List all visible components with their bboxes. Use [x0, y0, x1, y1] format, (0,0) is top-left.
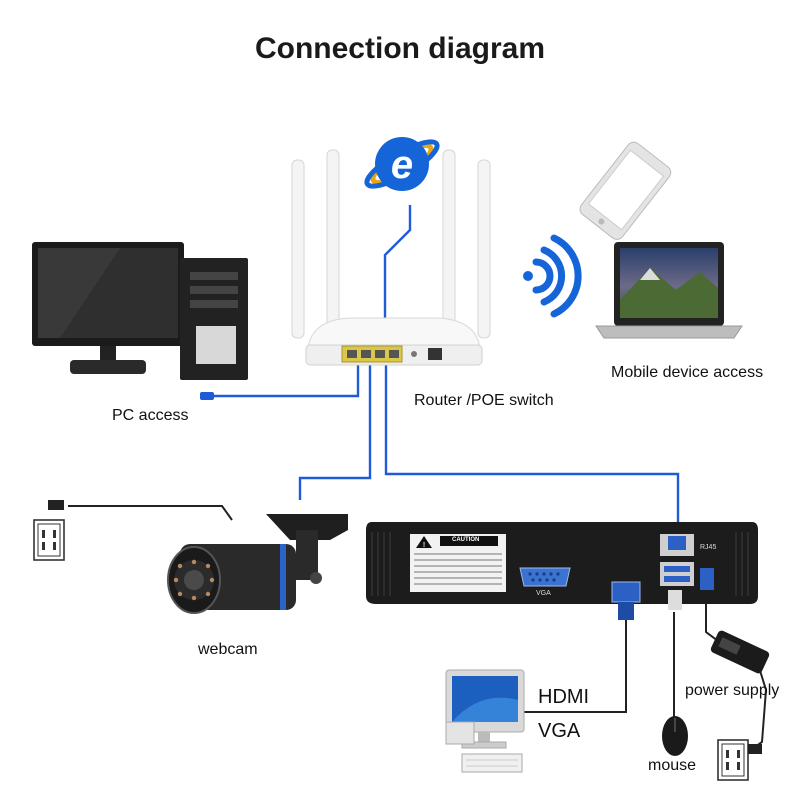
desktop-pc [32, 242, 248, 400]
monitor [445, 669, 525, 773]
nvr-caution-text: CAUTION [452, 537, 480, 543]
svg-text:e: e [391, 143, 413, 187]
power-outlet-icon [717, 739, 762, 781]
mouse-device [662, 716, 688, 756]
internet-cable [383, 205, 412, 335]
nvr-cable [384, 362, 680, 540]
cables [212, 205, 680, 540]
wifi-icon [523, 234, 582, 318]
mouse-label: mouse [648, 757, 697, 774]
svg-text:!: ! [423, 542, 425, 549]
mobile-access-label: Mobile device access [611, 364, 764, 381]
camera-cable [298, 362, 372, 500]
nvr-rj45-plug [668, 536, 686, 550]
router-body [305, 317, 483, 366]
pc-cable [212, 362, 360, 398]
nvr-power-port [700, 568, 714, 590]
vga-label: VGA [538, 720, 581, 742]
hdmi-vga-cable [522, 620, 627, 713]
router-antennas [291, 149, 491, 339]
bullet-camera [167, 514, 348, 614]
power-outlet-icon [33, 500, 65, 561]
laptop [595, 242, 743, 339]
power-supply-mains-cable [747, 663, 768, 753]
power-adapter [710, 630, 770, 674]
smartphone [579, 141, 672, 240]
nvr-vga-port-label: VGA [536, 590, 551, 597]
pc-cable-plug [200, 392, 214, 400]
nvr-recorder: ! [366, 522, 758, 620]
diagram-title: Connection diagram [254, 32, 546, 65]
pc-access-label: PC access [112, 407, 189, 424]
nvr-rj45-port-label: RJ45 [700, 544, 717, 551]
router-label: Router /POE switch [414, 392, 554, 409]
webcam-label: webcam [198, 641, 258, 658]
power-supply-label: power supply [685, 682, 780, 699]
internet-explorer-icon: e [364, 137, 440, 191]
camera-power-cable [68, 505, 233, 521]
hdmi-label: HDMI [538, 686, 590, 708]
